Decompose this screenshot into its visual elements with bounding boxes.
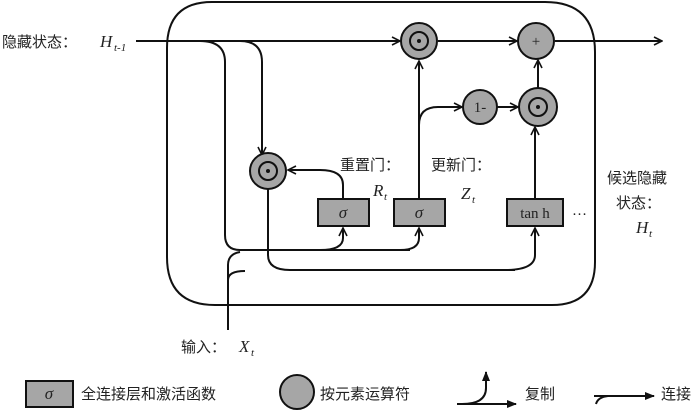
legend: σ 全连接层和激活函数 按元素运算符 复制 连接 [25,371,691,410]
update-to-oneminus-line [418,107,462,126]
candidate-var: H [635,218,650,237]
hidden-branch-2 [239,40,262,155]
hidden-branch-1 [199,40,410,251]
svg-text:σ: σ [415,203,424,222]
input-var: X [238,337,250,356]
svg-text:1-: 1- [474,100,487,116]
reset-sub: t [384,191,388,203]
input-sub: t [251,347,255,359]
svg-text:+: + [532,34,540,50]
tanh-box: tan h [506,198,564,227]
candidate-multiply-op [518,87,558,127]
reset-to-mult-line [288,170,344,199]
legend-copy-item: 复制 [457,371,555,408]
input-to-tanh [504,228,535,271]
input-to-update [399,228,419,251]
svg-text:tan h: tan h [520,206,550,222]
hidden-state-sub: t-1 [114,42,126,54]
candidate-sub: t [649,228,653,240]
reset-output-line [267,189,515,271]
legend-box-item: σ 全连接层和激活函数 [25,380,216,408]
update-sub: t [472,194,476,206]
svg-text:σ: σ [339,203,348,222]
svg-text:按元素运算符: 按元素运算符 [320,385,410,403]
update-gate-label: 更新门： [431,156,491,174]
ellipsis: … [572,203,587,219]
update-var: Z [461,184,471,203]
hidden-state-label: 隐藏状态： [2,33,77,51]
input-branch [227,270,246,281]
svg-text:σ: σ [45,384,54,403]
candidate-label-2: 状态： [616,194,661,212]
input-line [227,251,241,330]
reset-gate-label: 重置门： [340,156,400,174]
svg-text:全连接层和激活函数: 全连接层和激活函数 [81,385,216,403]
update-multiply-op [400,22,438,60]
svg-text:复制: 复制 [525,385,555,403]
reset-var: R [372,181,384,200]
legend-circle-item: 按元素运算符 [279,374,410,410]
one-minus-op: 1- [462,89,498,125]
update-gate-box: σ [393,198,446,227]
candidate-label-1: 候选隐藏 [607,169,667,187]
input-to-reset [319,228,343,251]
input-label: 输入： [181,338,226,356]
plus-op: + [517,22,555,60]
reset-gate-box: σ [317,198,370,227]
hidden-state-var: H [99,32,114,51]
cell-boundary [166,1,596,306]
reset-multiply-op [249,152,287,190]
svg-text:连接: 连接 [661,385,691,403]
legend-concat-item: 连接 [594,385,691,405]
